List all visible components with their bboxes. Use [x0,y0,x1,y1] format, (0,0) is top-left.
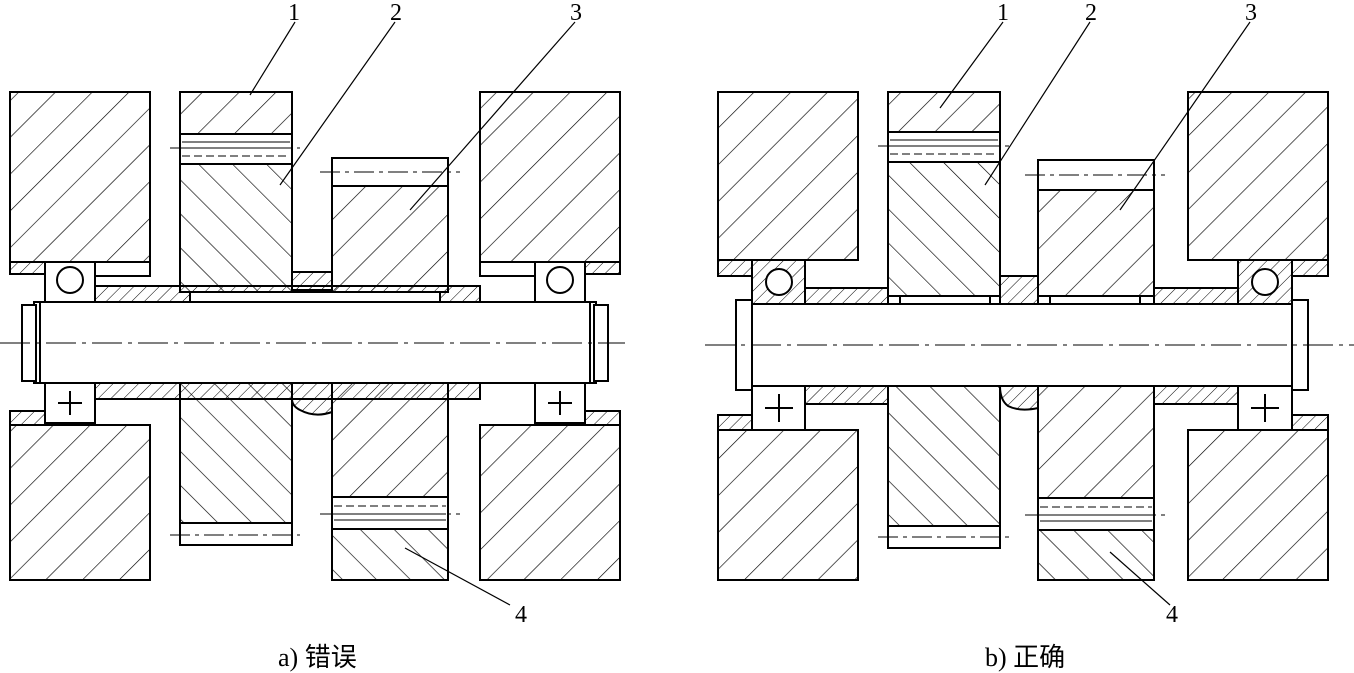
housing-right-upper-b [1187,91,1329,261]
housing-left-upper [9,91,151,263]
gear-2-upper-body [179,163,293,293]
bearing-right-ball [546,266,574,294]
bearing-left-ball-b [765,268,793,296]
housing-right-upper [479,91,621,263]
label-a-3: 3 [570,0,582,26]
view-a-wrong [0,21,625,606]
label-a-1: 1 [288,0,300,26]
view-b-correct [705,21,1354,606]
spacer-b [999,275,1039,305]
gear-2-lower-rim [179,522,293,546]
label-b-2: 2 [1085,0,1097,26]
label-b-4: 4 [1166,602,1178,628]
caption-b: b) 正确 [985,643,1065,672]
label-a-2: 2 [390,0,402,26]
gear-2-upper-rim [179,133,293,165]
housing-left-upper-b [717,91,859,261]
gear-2-upper-body-b [887,161,1001,297]
housing-right-lower [479,424,621,581]
housing-left-lower-b [717,429,859,581]
spacer-upper [291,271,333,291]
gear-3-lower-body [331,382,449,498]
label-a-4: 4 [515,602,527,628]
bearing-left-ball [56,266,84,294]
gear-3-upper-body-b [1037,189,1155,297]
gear-4-lower-teeth-b [1037,529,1155,581]
spacer-lower-broken [290,398,333,416]
bearing-right-ball-b [1251,268,1279,296]
gear-2-lower-body [179,382,293,524]
caption-a: a) 错误 [278,643,357,672]
gear-2-upper-teeth [179,91,293,135]
housing-left-lower [9,424,151,581]
sleeve-lower [94,382,481,400]
gear-3-lower-body-b [1037,385,1155,499]
gear-4-lower-teeth [331,528,449,581]
housing-right-lower-b [1187,429,1329,581]
gear-3-lower-rim [331,496,449,530]
gear-2-lower-body-b [887,385,1001,527]
label-b-1: 1 [997,0,1009,26]
gear-2-upper-teeth-b [887,91,1001,133]
label-b-3: 3 [1245,0,1257,26]
gear-3-upper-body [331,185,449,293]
